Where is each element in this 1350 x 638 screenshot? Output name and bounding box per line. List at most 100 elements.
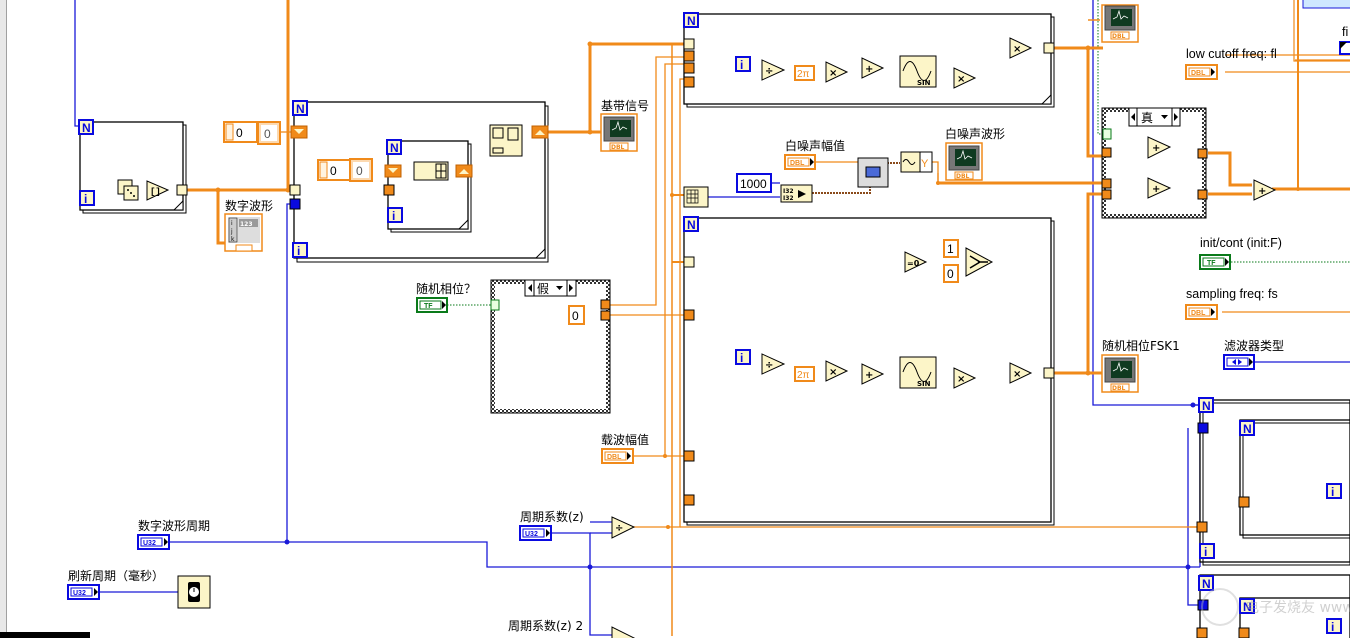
label-filter-type: 滤波器类型 xyxy=(1224,339,1285,353)
svg-text:N: N xyxy=(1202,399,1211,413)
for-loop-random[interactable] xyxy=(79,121,187,214)
label-carrier-amplitude: 载波幅值 xyxy=(601,433,650,447)
svg-text:N: N xyxy=(687,218,696,232)
random-number-dice-icon xyxy=(117,179,139,201)
indexing-tunnels xyxy=(176,38,1055,379)
wire-right-blue-vert xyxy=(1092,0,1200,406)
svg-text:DBL: DBL xyxy=(790,160,805,167)
svg-text:N: N xyxy=(687,14,696,28)
wire-z2 xyxy=(589,567,612,636)
label-sampling-freq: sampling freq: fs xyxy=(1186,287,1278,301)
label-digital-waveform-period: 数字波形周期 xyxy=(138,519,211,533)
svg-text:i: i xyxy=(1204,545,1207,559)
svg-text:+: + xyxy=(1152,184,1160,195)
reshape-array-node xyxy=(489,124,523,157)
label-low-cutoff: low cutoff freq: fl xyxy=(1186,47,1277,61)
shift-registers xyxy=(290,125,549,178)
blue-tunnels xyxy=(289,198,1209,611)
filter-type-enum-control xyxy=(1223,354,1255,370)
case-selector-false-label[interactable]: 假 xyxy=(537,282,550,296)
refresh-period-u32-control: U32 xyxy=(67,584,100,600)
label-white-noise-waveform: 白噪声波形 xyxy=(945,127,1006,141)
add-node: + xyxy=(1253,179,1277,201)
svg-text:N: N xyxy=(296,102,305,116)
svg-text:电子发烧友 www.elecfans.com: 电子发烧友 www.elecfans.com xyxy=(1245,600,1350,616)
carrier-amplitude-control: DBL xyxy=(601,448,634,464)
i-terminal: i xyxy=(1199,543,1215,559)
svg-text:÷: ÷ xyxy=(765,360,773,371)
svg-text:N: N xyxy=(82,121,91,135)
tunnel xyxy=(1101,178,1112,189)
i-terminal: i xyxy=(1326,618,1342,634)
nodes[interactable]: [] 0 0 0 0 xyxy=(117,37,1277,638)
control-terminals[interactable]: DBL DBL DBL DBL TF xyxy=(67,41,1350,600)
tunnel xyxy=(1197,189,1208,200)
i-terminal: i xyxy=(387,207,403,223)
case-structure-filter-sum[interactable] xyxy=(1101,107,1207,219)
divide-node xyxy=(611,626,636,638)
svg-text:U32: U32 xyxy=(525,531,538,538)
graph-indicators[interactable]: DBL DBL DBL DBL xyxy=(224,4,1139,393)
svg-text:÷: ÷ xyxy=(615,523,623,534)
divide-node: ÷ xyxy=(761,59,786,81)
tunnel xyxy=(683,76,695,88)
init-cont-bool-control: TF xyxy=(1199,254,1231,270)
n-terminal: N xyxy=(1198,575,1214,591)
multiply-node: × xyxy=(1009,37,1033,59)
tunnel xyxy=(1101,189,1112,200)
digital-waveform-array-indicator: i j k 123 xyxy=(224,213,263,252)
svg-text:=0: =0 xyxy=(907,259,920,268)
sine-node: SIN xyxy=(899,356,937,389)
svg-text:DBL: DBL xyxy=(1112,385,1126,392)
label-digital-waveform: 数字波形 xyxy=(225,199,274,213)
n-terminal: N xyxy=(683,12,699,28)
svg-text:×: × xyxy=(829,68,837,79)
for-loop-right-upper[interactable] xyxy=(1199,399,1350,566)
wire-junctions xyxy=(215,41,1300,529)
tunnel xyxy=(600,310,611,321)
wire-n-top-left xyxy=(74,0,80,127)
svg-text:DBL: DBL xyxy=(1191,70,1206,77)
add-node: + xyxy=(861,363,885,385)
tunnel xyxy=(1238,496,1250,508)
svg-text:0: 0 xyxy=(947,267,954,281)
label-init-cont: init/cont (init:F) xyxy=(1200,236,1282,250)
low-cutoff-control: DBL xyxy=(1185,64,1218,80)
add-node: + xyxy=(861,57,885,79)
i-terminal: i xyxy=(1326,483,1342,499)
svg-text:i: i xyxy=(231,220,233,227)
wire-digital-period xyxy=(140,541,1200,568)
n-terminal: N xyxy=(1198,397,1214,413)
two-pi-constant: 2π xyxy=(794,366,815,382)
digital-period-u32-control: U32 xyxy=(137,534,170,550)
tunnel xyxy=(600,299,611,310)
case-selector-true-label[interactable]: 真 xyxy=(1141,111,1154,125)
svg-text:I32: I32 xyxy=(783,188,794,195)
svg-text:SIN: SIN xyxy=(917,380,931,388)
sine-node: SIN xyxy=(899,55,937,88)
case-structure-random-phase[interactable] xyxy=(490,279,611,414)
left-scroll-edge xyxy=(0,0,7,638)
svg-text:i: i xyxy=(740,58,743,72)
multiply-node: × xyxy=(1009,362,1033,384)
i-terminal: i xyxy=(292,242,308,258)
svg-text:0: 0 xyxy=(330,164,337,178)
svg-text:N: N xyxy=(1202,577,1211,591)
n-terminal: N xyxy=(683,216,699,232)
svg-text:N: N xyxy=(1243,600,1252,614)
constant-one: 1 xyxy=(943,239,959,258)
sampling-freq-control: DBL xyxy=(1185,304,1218,320)
svg-text:1: 1 xyxy=(947,242,954,256)
svg-text:×: × xyxy=(957,374,965,385)
round-to-integer-node: [] xyxy=(146,180,170,201)
tunnel xyxy=(1196,627,1208,638)
waveform-build-node: Y xyxy=(900,151,933,173)
svg-text:U32: U32 xyxy=(143,540,156,547)
label-white-noise-amplitude: 白噪声幅值 xyxy=(785,139,846,153)
svg-text:DBL: DBL xyxy=(1112,33,1126,40)
uniform-white-noise-node xyxy=(857,157,889,188)
tunnels xyxy=(176,38,1250,638)
svg-text:Y: Y xyxy=(921,158,929,170)
svg-text:TF: TF xyxy=(1207,260,1216,267)
svg-text:U32: U32 xyxy=(73,590,86,597)
